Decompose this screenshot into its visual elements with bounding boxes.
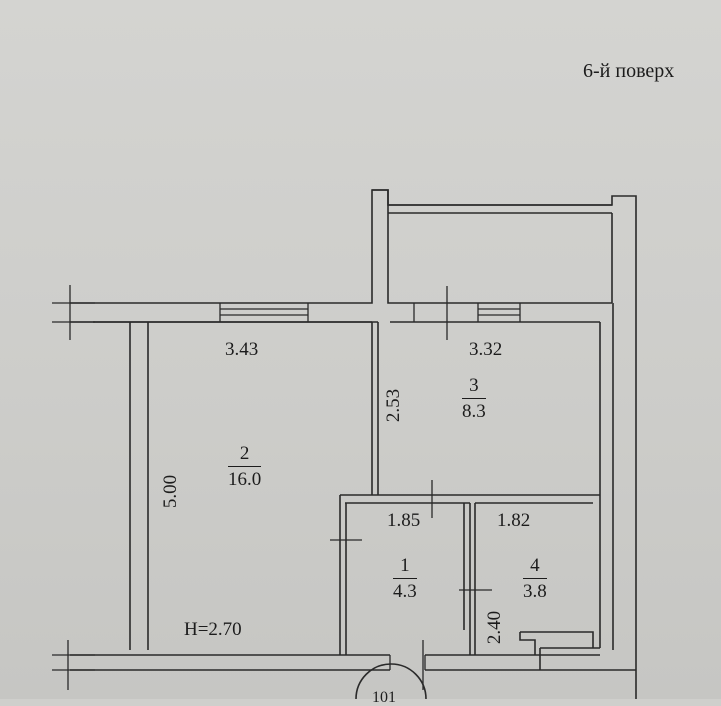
room2-length-dim: 5.00 — [160, 474, 182, 509]
room3-length-dim: 2.53 — [383, 388, 405, 423]
floor-label: 6-й поверх — [583, 60, 675, 82]
partition-3-bottom — [340, 494, 600, 504]
room-4-area: 3.8 — [523, 581, 547, 602]
room-3-number: 3 — [462, 376, 486, 399]
room-3-label: 3 8.3 — [462, 376, 486, 421]
ceiling-height: H=2.70 — [184, 619, 242, 640]
wall-top — [70, 189, 612, 323]
window-left — [219, 303, 309, 322]
door-bottom-mark — [389, 640, 426, 690]
room3-width-dim: 3.32 — [469, 339, 503, 360]
window-right — [477, 303, 521, 322]
room4-width-dim: 1.82 — [497, 510, 531, 531]
tick-top-left — [52, 285, 95, 340]
door-top-mark — [413, 286, 448, 340]
room-1-label: 1 4.3 — [393, 556, 417, 601]
tick-room1 — [330, 480, 492, 591]
wall-bottom — [70, 654, 636, 671]
room-1-number: 1 — [393, 556, 417, 579]
stair-circle — [355, 663, 427, 699]
room-4-number: 4 — [523, 556, 547, 579]
room2-width-dim: 3.43 — [225, 339, 259, 360]
room-2-label: 2 16.0 — [228, 444, 262, 490]
room-3-area: 8.3 — [462, 401, 486, 422]
room-1-area: 4.3 — [393, 581, 417, 602]
wall-right — [599, 303, 614, 650]
room1-width-dim: 1.85 — [387, 510, 421, 531]
balcony-rail — [388, 204, 613, 303]
wall-left — [129, 322, 149, 650]
tick-bottom-left — [52, 640, 95, 690]
room-2-area: 16.0 — [228, 469, 262, 490]
partition-2-3 — [371, 322, 379, 495]
room-2-number: 2 — [228, 444, 262, 467]
room4-length-dim: 2.40 — [484, 610, 506, 645]
room4-step — [519, 631, 600, 670]
stair-label: 101 — [372, 689, 396, 706]
room1-walls — [339, 495, 476, 655]
room-4-label: 4 3.8 — [523, 556, 547, 601]
